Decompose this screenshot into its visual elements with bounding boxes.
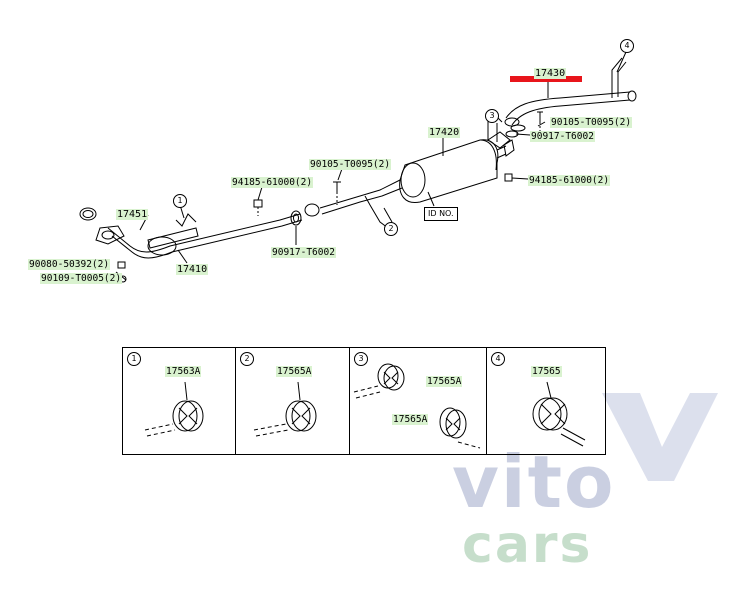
legend-part-17565A-3b[interactable]: 17565A — [392, 414, 429, 425]
part-label-90105-left[interactable]: 90105-T0095(2) — [309, 159, 392, 170]
callout-4: 4 — [620, 39, 634, 53]
hanger-1-drawing — [144, 381, 204, 437]
part-label-90105-right[interactable]: 90105-T0095(2) — [550, 117, 633, 128]
part-label-94185-left[interactable]: 94185-61000(2) — [231, 177, 314, 188]
legend-callout-1: 1 — [127, 352, 141, 366]
part-label-90917-right[interactable]: 90917-T6002 — [530, 131, 595, 142]
hanger-legend-table: 1 17563A 2 17565A 3 17565A — [122, 347, 606, 455]
part-label-17430[interactable]: 17430 — [534, 68, 567, 79]
legend-part-17565A-3a[interactable]: 17565A — [426, 376, 463, 387]
legend-part-17563A[interactable]: 17563A — [165, 366, 202, 377]
part-label-17410[interactable]: 17410 — [176, 264, 209, 275]
selected-part-highlight — [510, 76, 582, 82]
watermark-cars: cars — [462, 515, 593, 575]
id-number-tag: ID NO. — [424, 207, 458, 221]
part-label-90917-left[interactable]: 90917-T6002 — [271, 247, 336, 258]
callout-3: 3 — [485, 109, 499, 123]
hanger-4-drawing — [532, 381, 586, 447]
legend-cell-1: 1 17563A — [123, 348, 236, 454]
legend-cell-2: 2 17565A — [236, 348, 350, 454]
part-label-17420[interactable]: 17420 — [428, 127, 461, 138]
part-label-17451[interactable]: 17451 — [116, 209, 149, 220]
legend-callout-4: 4 — [491, 352, 505, 366]
legend-cell-4: 4 17565 — [487, 348, 605, 454]
part-label-94185-right[interactable]: 94185-61000(2) — [528, 175, 611, 186]
callout-2: 2 — [384, 222, 398, 236]
hanger-3-drawing — [353, 363, 481, 449]
legend-part-17565A-2[interactable]: 17565A — [276, 366, 313, 377]
part-label-90109[interactable]: 90109-T0005(2) — [40, 273, 123, 284]
watermark-v-logo — [602, 393, 718, 481]
legend-callout-3: 3 — [354, 352, 368, 366]
legend-part-17565[interactable]: 17565 — [531, 366, 562, 377]
legend-callout-2: 2 — [240, 352, 254, 366]
callout-1: 1 — [173, 194, 187, 208]
part-label-90080[interactable]: 90080-50392(2) — [28, 259, 111, 270]
hanger-2-drawing — [253, 381, 317, 437]
legend-cell-3: 3 17565A 17565A — [350, 348, 487, 454]
